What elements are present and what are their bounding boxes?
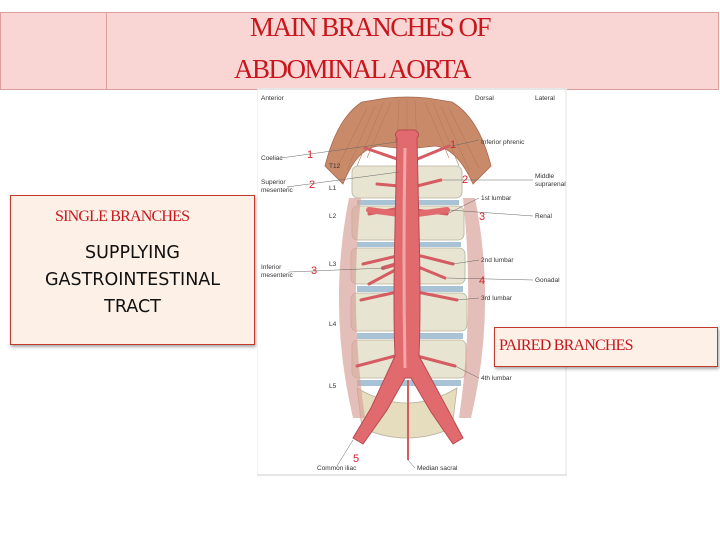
- number-2-left: 2: [309, 179, 315, 191]
- title-bar: [0, 12, 719, 90]
- lateral-label: Lateral: [535, 95, 555, 102]
- paired-branches-heading: PAIRED BRANCHES: [499, 337, 633, 354]
- title-line-1: MAIN BRANCHES OF: [250, 12, 492, 42]
- lumbar2-left: [361, 254, 399, 266]
- vertebra-l1-label: L1: [329, 185, 337, 192]
- single-branches-heading: SINGLE BRANCHES: [55, 208, 190, 225]
- abdominal-aorta: [352, 129, 464, 445]
- right-psoas: [459, 198, 486, 418]
- lumbar2-label: 2nd lumbar: [481, 257, 514, 264]
- vertebra-l5-label: L5: [329, 383, 337, 390]
- single-branches-box: SINGLE BRANCHES SUPPLYING GASTROINTESTIN…: [10, 195, 255, 345]
- title-line-2: ABDOMINAL AORTA: [234, 54, 471, 84]
- superior-mesenteric-label-2: mesenteric: [261, 187, 294, 194]
- lumbar4-right: [415, 354, 457, 368]
- superior-mesenteric-label-1: Superior: [261, 179, 286, 186]
- description-line-2: GASTROINTESTINAL: [44, 270, 221, 290]
- left-psoas: [338, 198, 365, 418]
- aorta-figure-svg: Anterior Dorsal Lateral: [257, 88, 567, 476]
- title-divider: [106, 13, 107, 89]
- dorsal-label: Dorsal: [475, 95, 494, 102]
- middle-suprarenal-left: [375, 182, 401, 188]
- number-4-right: 4: [479, 275, 485, 287]
- inferior-mesenteric-label-2: mesenteric: [261, 272, 294, 279]
- middle-suprarenal-label-1: Middle: [535, 173, 555, 180]
- inferior-phrenic-label: Inferior phrenic: [481, 139, 525, 146]
- middle-suprarenal-right: [415, 178, 443, 188]
- number-1-right: 1: [450, 139, 456, 151]
- coeliac-label: Coeliac: [261, 155, 283, 162]
- vertebra-l4-label: L4: [329, 321, 337, 328]
- paired-branches-box: PAIRED BRANCHES: [494, 327, 718, 367]
- lumbar4-left: [355, 354, 397, 368]
- single-branches-description: SUPPLYING GASTROINTESTINAL TRACT: [11, 240, 254, 321]
- number-3-right: 3: [479, 211, 485, 223]
- lumbar3-left: [359, 290, 399, 302]
- aorta-highlight: [402, 147, 407, 369]
- lumbar1-label: 1st lumbar: [481, 195, 512, 202]
- inferior-mesenteric-label-1: Inferior: [261, 264, 282, 271]
- vertebra-t12-label: T12: [329, 163, 341, 170]
- description-line-3: TRACT: [104, 297, 161, 317]
- vertebra-l3-label: L3: [329, 261, 337, 268]
- gonadal-label: Gonadal: [535, 277, 560, 284]
- number-1-left: 1: [307, 149, 313, 161]
- inferior-phrenic-left: [363, 146, 402, 162]
- description-line-1: SUPPLYING: [85, 243, 180, 263]
- diaphragm-fibers: [336, 99, 480, 171]
- leader-lines: [280, 139, 534, 469]
- renal-left: [366, 207, 402, 217]
- number-5: 5: [353, 453, 359, 465]
- median-sacral-label: Median sacral: [417, 465, 458, 472]
- aorta-illustration: Anterior Dorsal Lateral: [257, 88, 567, 476]
- renal-arteries: [366, 207, 450, 217]
- middle-suprarenal-label-2: suprarenal: [535, 181, 566, 188]
- lumbar3-right: [415, 290, 459, 302]
- vertebra-l2-label: L2: [329, 213, 337, 220]
- renal-label: Renal: [535, 213, 553, 220]
- lumbar4-label: 4th lumbar: [481, 375, 513, 382]
- lumbar3-label: 3rd lumbar: [481, 295, 513, 302]
- number-3-left: 3: [311, 265, 317, 277]
- anterior-label: Anterior: [261, 95, 285, 102]
- inferior-phrenic-right: [413, 144, 451, 162]
- renal-right: [414, 207, 450, 217]
- number-2-right: 2: [462, 174, 468, 186]
- lumbar2-right: [419, 254, 455, 266]
- common-iliac-label: Common iliac: [317, 465, 357, 472]
